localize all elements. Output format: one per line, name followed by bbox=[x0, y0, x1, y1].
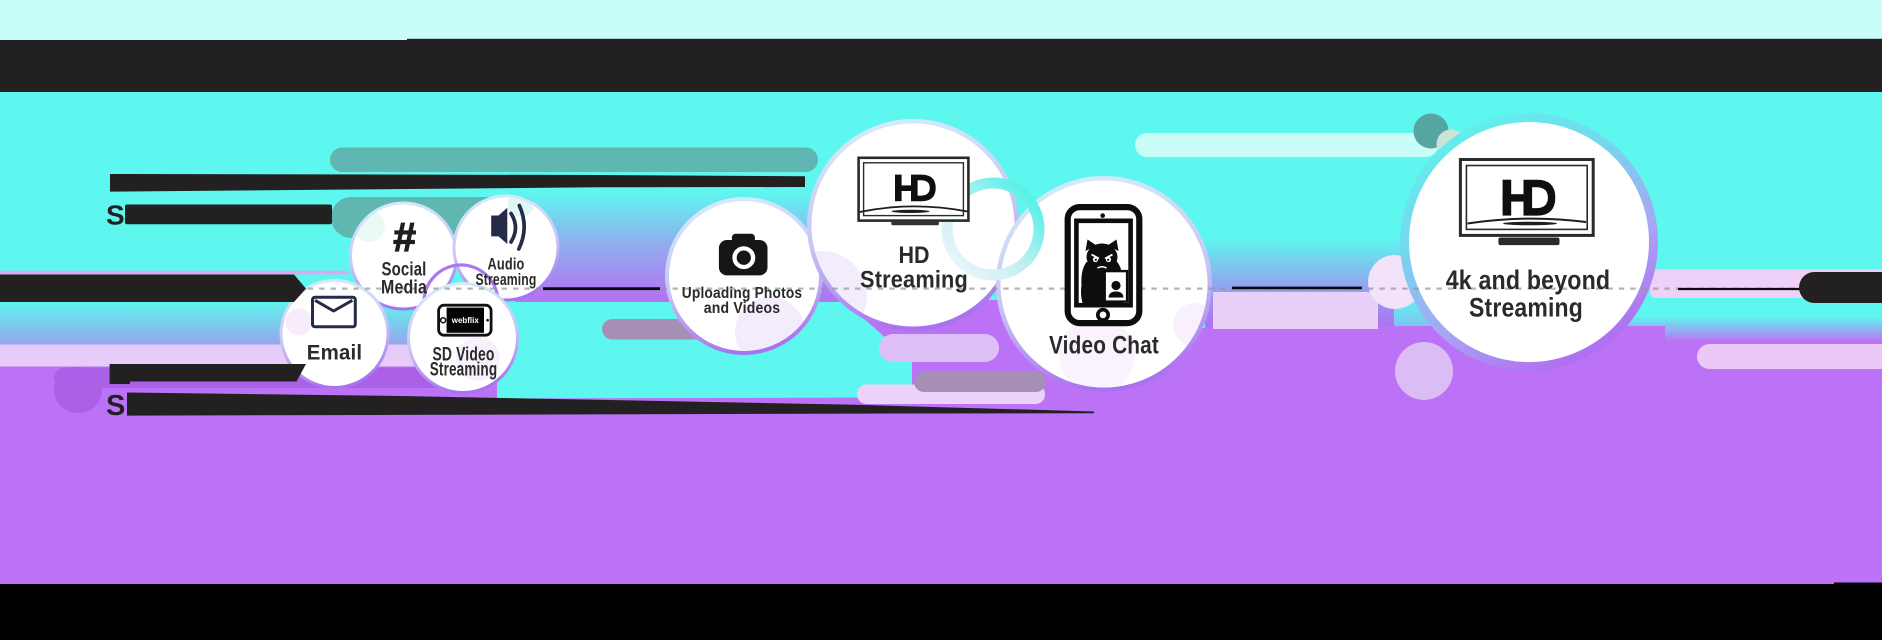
svg-text:Streaming: Streaming bbox=[476, 271, 537, 289]
svg-text:#: # bbox=[393, 214, 416, 260]
svg-text:Email: Email bbox=[307, 342, 363, 365]
svg-text:Uploading Photos: Uploading Photos bbox=[682, 285, 803, 302]
svg-text:Streaming: Streaming bbox=[860, 266, 968, 293]
svg-text:Video Chat: Video Chat bbox=[1049, 331, 1159, 359]
svg-text:S: S bbox=[106, 200, 125, 231]
svg-text:and Videos: and Videos bbox=[704, 300, 781, 317]
svg-text:Media: Media bbox=[381, 276, 427, 298]
svg-text:webflix: webflix bbox=[451, 316, 480, 325]
svg-text:SD Video: SD Video bbox=[433, 343, 495, 365]
svg-text:Streaming: Streaming bbox=[1469, 293, 1583, 323]
svg-text:4k and beyond: 4k and beyond bbox=[1446, 265, 1611, 295]
svg-text:Audio: Audio bbox=[488, 256, 525, 274]
svg-text:Social: Social bbox=[382, 259, 427, 281]
svg-text:Streaming: Streaming bbox=[430, 358, 498, 380]
svg-text:HD: HD bbox=[899, 242, 930, 269]
svg-text:S: S bbox=[106, 390, 125, 422]
